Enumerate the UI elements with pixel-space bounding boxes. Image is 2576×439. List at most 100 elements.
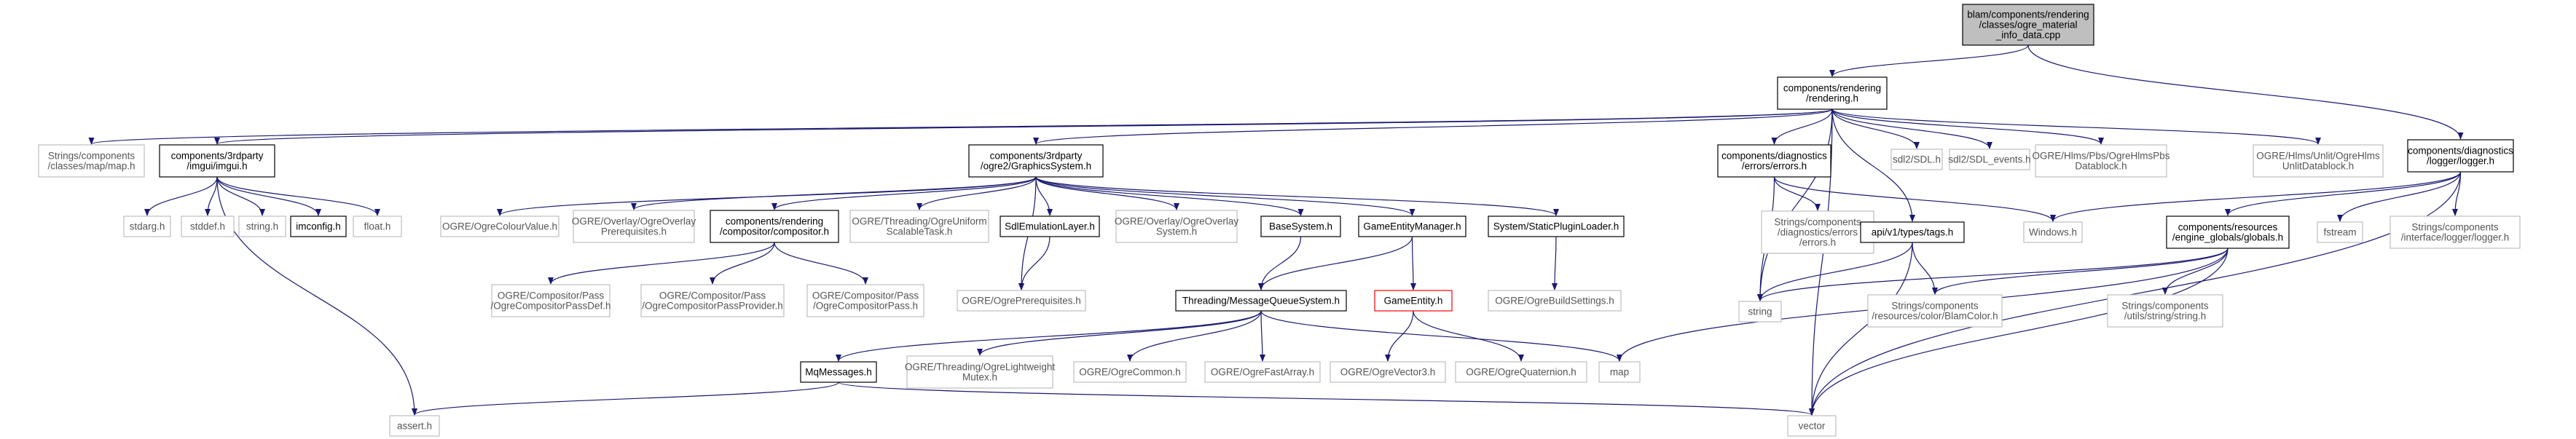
node-quaternion-h: OGRE/OgreQuaternion.h [1455, 361, 1587, 383]
edge-compositor_h-to-passdef_h [548, 242, 775, 285]
node-label: /utils/string/string.h [2124, 311, 2207, 322]
node-errors-h[interactable]: components/diagnostics/errors/errors.h [1717, 144, 1831, 178]
node-box [1115, 210, 1238, 243]
node-label: string.h [246, 221, 278, 232]
node-box [806, 284, 924, 317]
node-box [849, 210, 989, 243]
node-box [1761, 210, 1874, 254]
edge-mqs_h-to-common_h [1127, 310, 1262, 362]
node-box [573, 210, 695, 243]
edge-errors_h-to-strerrors_h [1773, 176, 1821, 211]
node-label: components/rendering [726, 216, 823, 227]
node-logger-h[interactable]: components/diagnostics/logger/logger.h [2407, 139, 2514, 173]
node-root[interactable]: blam/components/rendering/classes/ogre_m… [1962, 4, 2094, 46]
edge-imgui_h-to-string_h [216, 176, 265, 216]
node-label: OGRE/OgreVector3.h [1340, 367, 1436, 378]
node-colourvalue-h: OGRE/OgreColourValue.h [440, 215, 559, 237]
node-box [353, 215, 402, 237]
node-box [238, 215, 286, 237]
edge-rendering_h-to-hlmspbs_h [1831, 108, 2104, 145]
node-label: assert.h [397, 421, 432, 432]
edge-imgui_h-to-stddef_h [205, 176, 218, 216]
edge-mqs_h-to-map [1260, 310, 1622, 362]
edge-rendering_h-to-tags_h [1831, 108, 1915, 222]
node-box [2253, 144, 2384, 178]
node-label: Strings/components [2121, 301, 2209, 312]
node-box [1867, 294, 2003, 328]
node-box [440, 215, 559, 237]
node-label: System/StaticPluginLoader.h [1493, 221, 1619, 232]
edge-compositor_h-to-passprov_h [710, 242, 775, 285]
edge-compositor_h-to-pass_h [774, 242, 868, 285]
node-float-h: float.h [353, 215, 402, 237]
node-gem-h[interactable]: GameEntityManager.h [1358, 215, 1466, 237]
node-box [1204, 361, 1321, 383]
edge-rendering_h-to-errors_h [1771, 108, 1833, 145]
node-pass-h: OGRE/Compositor/Pass/OgreCompositorPass.… [806, 284, 924, 317]
node-box [491, 284, 610, 317]
node-blamcolor-h: Strings/components/resources/color/BlamC… [1867, 294, 2003, 328]
node-box [1260, 215, 1341, 237]
node-label: /OgreCompositorPassDef.h [490, 301, 610, 312]
node-label: OGRE/OgreColourValue.h [442, 221, 557, 232]
edge-mqmessages_h-to-vector [838, 381, 1815, 416]
node-label: OGRE/OgreBuildSettings.h [1495, 296, 1614, 306]
node-string: string [1738, 301, 1782, 323]
node-basesystem-h[interactable]: BaseSystem.h [1260, 215, 1341, 237]
edge-gameentity_h-to-vector3_h [1385, 310, 1414, 362]
edge-plugin_h-to-buildsettings_h [1552, 236, 1558, 290]
node-box [290, 215, 347, 237]
node-globals-h[interactable]: components/resources/engine_globals/glob… [2166, 215, 2290, 249]
node-graphics-h[interactable]: components/3rdparty/ogre2/GraphicsSystem… [968, 144, 1104, 178]
edge-rendering_h-to-string [1757, 108, 1833, 301]
node-label: System.h [1156, 226, 1197, 237]
node-label: Threading/MessageQueueSystem.h [1182, 296, 1340, 306]
node-label: /resources/color/BlamColor.h [1872, 311, 1998, 322]
node-fstream: fstream [2317, 221, 2363, 243]
node-rendering-h[interactable]: components/rendering/rendering.h [1777, 76, 1888, 110]
node-imconfig-h[interactable]: imconfig.h [290, 215, 347, 237]
node-label: /errors.h [1799, 237, 1836, 248]
node-plugin-h[interactable]: System/StaticPluginLoader.h [1488, 215, 1625, 237]
node-tags-h[interactable]: api/v1/types/tags.h [1860, 221, 1965, 243]
node-imgui-h[interactable]: components/3rdparty/imgui/imgui.h [159, 144, 275, 178]
edge-gameentity_h-to-quaternion_h [1413, 310, 1524, 362]
node-label: ScalableTask.h [887, 226, 953, 237]
node-box [2317, 221, 2363, 243]
edge-logger_h-to-vector [1809, 171, 2462, 416]
edge-root-to-rendering_h [1829, 44, 2029, 77]
node-compositor-h[interactable]: components/rendering/compositor/composit… [710, 210, 839, 243]
node-label: OGRE/Threading/OgreLightweight [905, 362, 1056, 373]
node-label: /classes/map/map.h [47, 161, 135, 172]
node-common-h: OGRE/OgreCommon.h [1073, 361, 1187, 383]
node-label: /classes/ogre_material [1979, 20, 2077, 31]
edge-sdlemu_h-to-prereq_h [1018, 236, 1051, 290]
edge-tags_h-to-string [1757, 242, 1913, 301]
node-box [1488, 290, 1622, 312]
node-mqs-h[interactable]: Threading/MessageQueueSystem.h [1175, 290, 1347, 312]
node-label: /errors/errors.h [1742, 161, 1807, 172]
edge-globals_h-to-vector [1809, 248, 2229, 416]
node-box [1330, 361, 1446, 383]
edge-graphics_h-to-overlayprereq_h [631, 176, 1037, 210]
node-label: OGRE/Hlms/Pbs/OgreHlmsPbs [2032, 151, 2169, 162]
node-label: /interface/logger/logger.h [2401, 232, 2510, 243]
edge-rendering_h-to-sdl_events_h [1831, 108, 1992, 149]
edge-graphics_h-to-compositor_h [771, 176, 1037, 210]
edge-globals_h-to-strstring_h [2162, 248, 2229, 295]
node-sdlemu-h[interactable]: SdlEmulationLayer.h [1000, 215, 1100, 237]
node-label: Strings/components [1774, 217, 1861, 228]
edge-imgui_h-to-imconfig_h [216, 176, 321, 216]
node-label: OGRE/Compositor/Pass [812, 290, 919, 301]
node-box [1890, 149, 1943, 170]
node-box [159, 144, 275, 178]
node-mqmessages-h[interactable]: MqMessages.h [800, 361, 877, 383]
node-label: OGRE/OgreFastArray.h [1211, 367, 1314, 378]
node-label: OGRE/Overlay/OgreOverlay [1115, 216, 1239, 227]
nodes-layer: blam/components/rendering/classes/ogre_m… [38, 4, 2521, 437]
edge-errors_h-to-windows_h [1773, 176, 2056, 222]
node-gameentity-h: GameEntity.h [1374, 290, 1453, 312]
node-strerrors-h: Strings/components/diagnostics/errors/er… [1761, 210, 1874, 254]
